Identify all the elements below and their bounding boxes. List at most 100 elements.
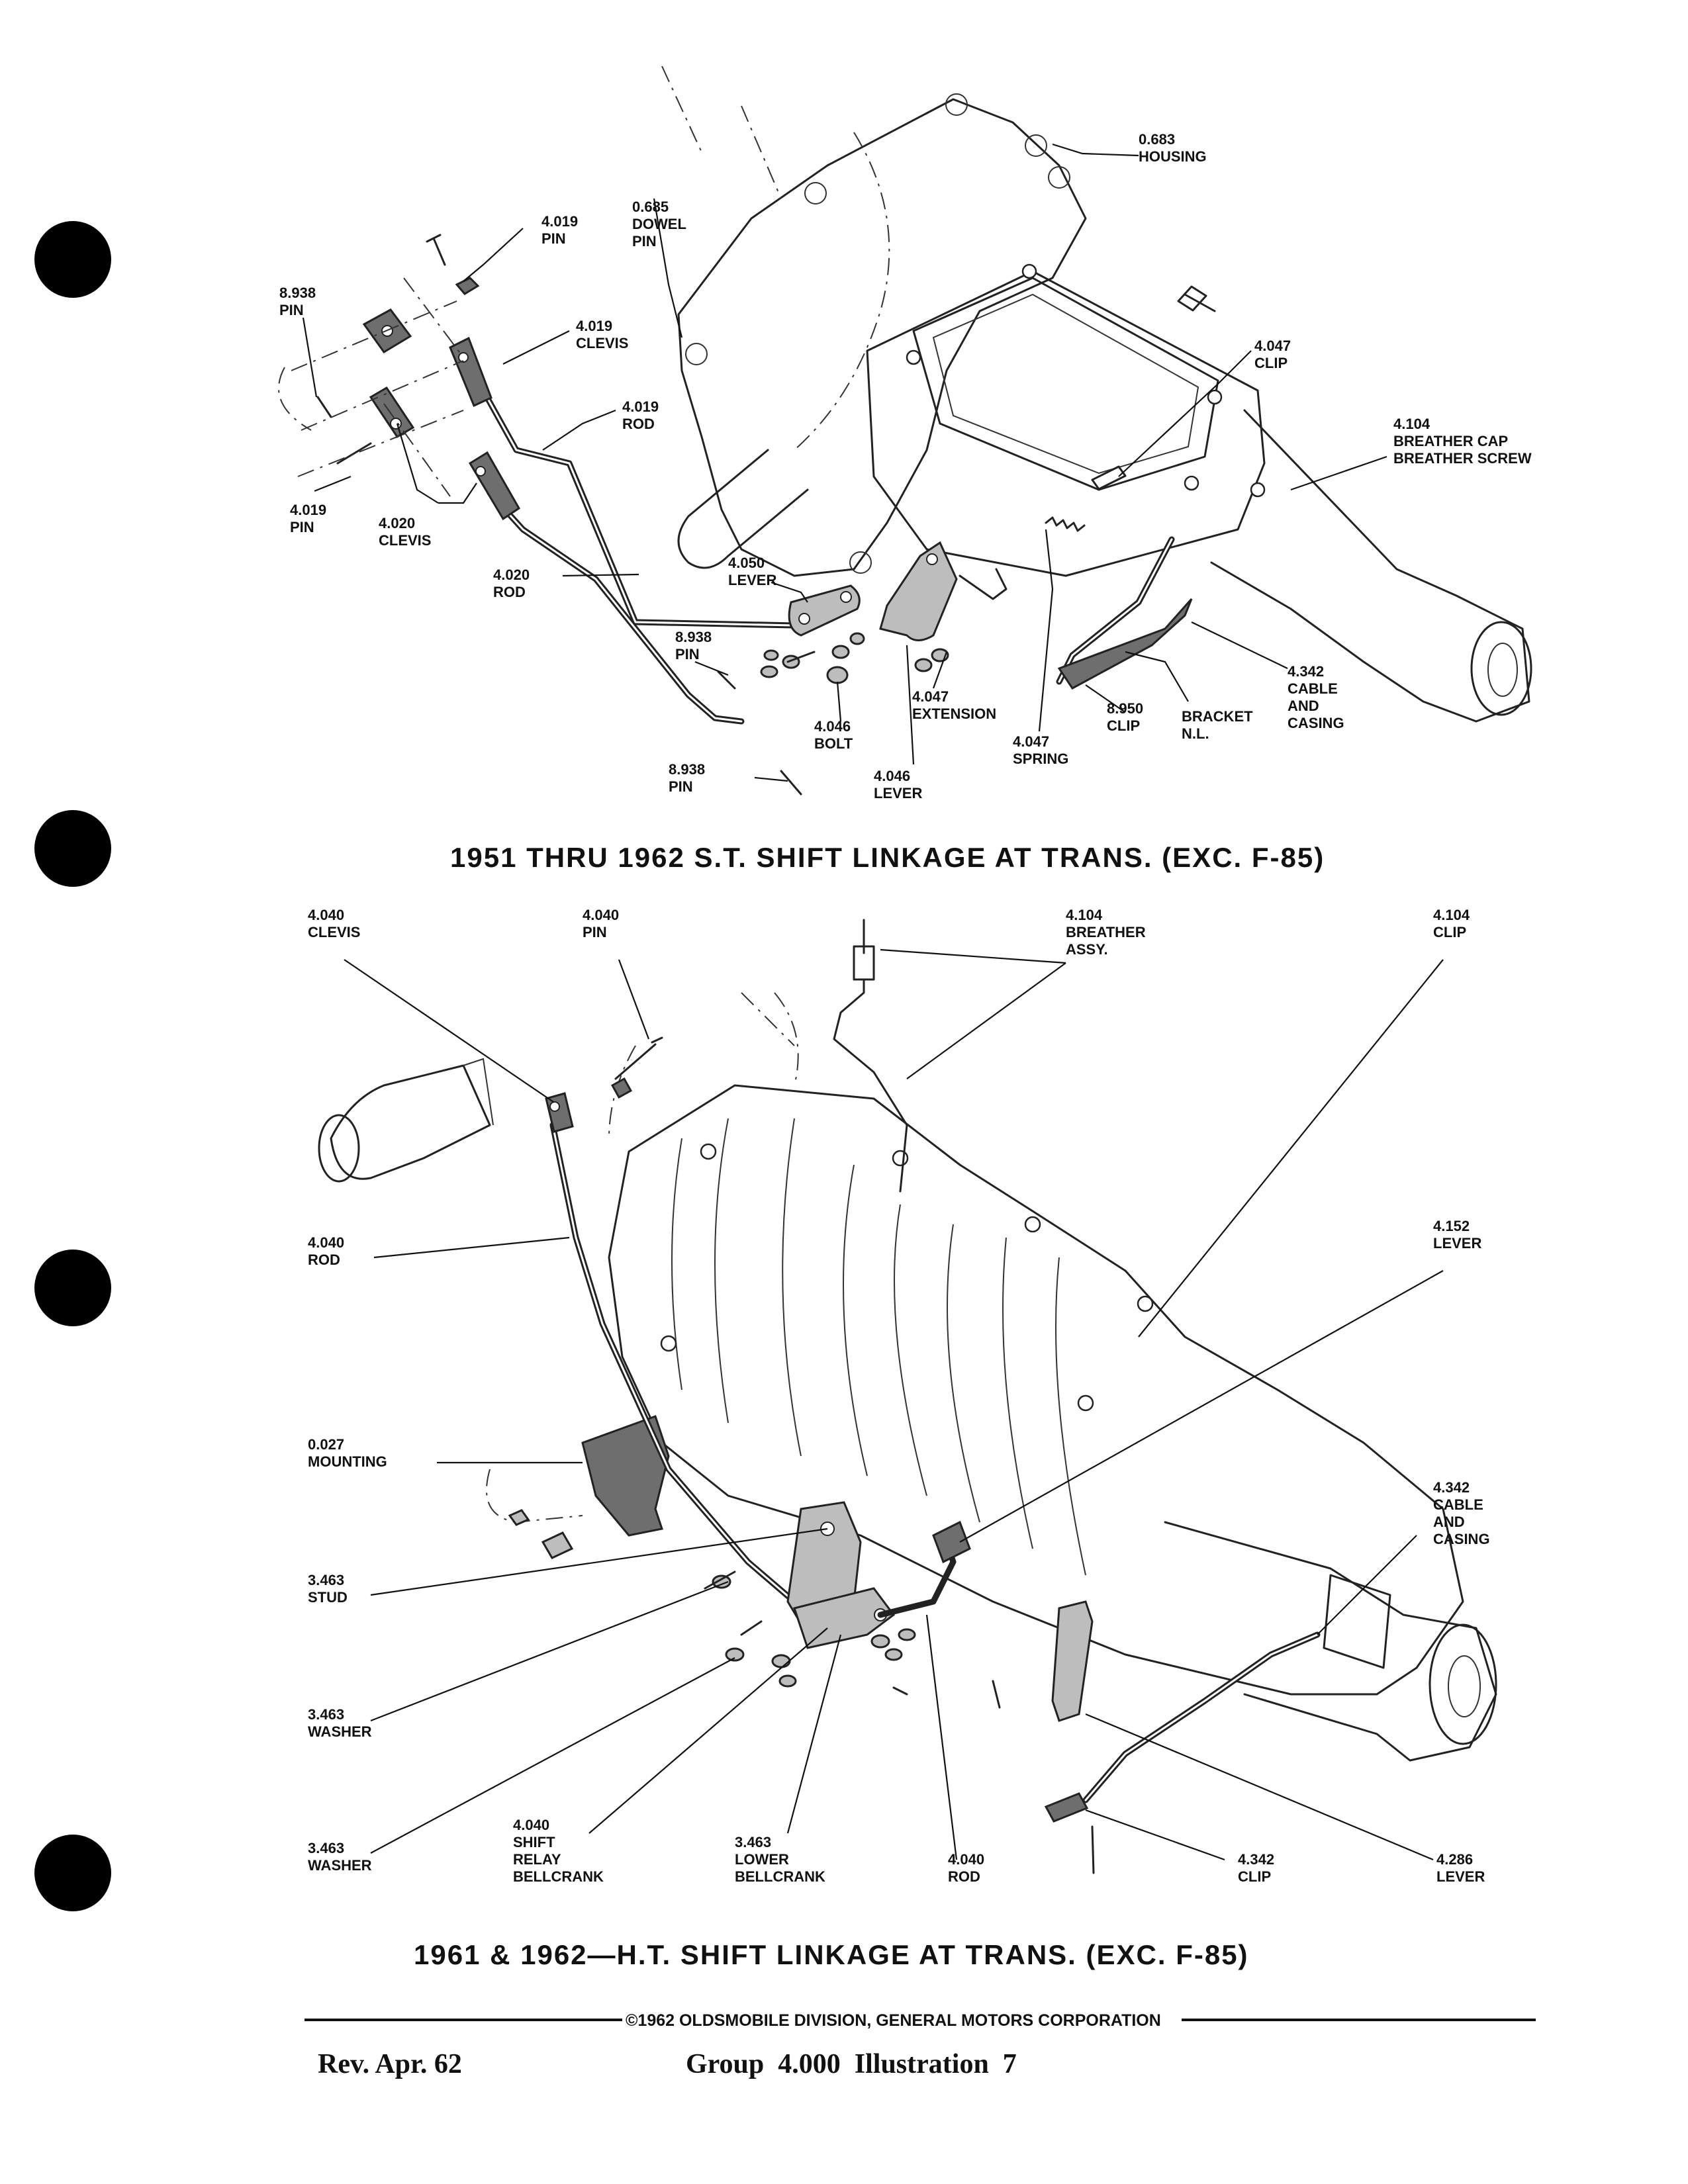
- binder-hole: [34, 1835, 111, 1911]
- binder-hole: [34, 1250, 111, 1326]
- bracket-nl-part: [1057, 598, 1193, 690]
- rod-4040-shape-hl: [551, 1124, 796, 1603]
- rod-4020-shape: [487, 490, 745, 725]
- mounting-part: [581, 1415, 670, 1537]
- bottom-extension-housing: [1164, 1521, 1497, 1762]
- clip-4342-part: [1044, 1792, 1089, 1823]
- pin-4019-part-b: [455, 277, 480, 295]
- pin-4040-part: [614, 1036, 663, 1080]
- bell-housing: [677, 98, 1087, 577]
- lever-4286-part: [1051, 1600, 1094, 1722]
- air-duct-mouth: [318, 1114, 360, 1183]
- speedometer-housing: [1323, 1574, 1391, 1669]
- rod-4020-shape-hl: [489, 492, 743, 723]
- pin-8938-part-a: [316, 396, 332, 418]
- air-duct-flange: [463, 1058, 494, 1126]
- floor-outline: [608, 992, 799, 1139]
- bottom-output-yoke-bore: [1448, 1655, 1481, 1717]
- group-illustration: Group 4.000 Illustration 7: [686, 2049, 1017, 2079]
- bottom-diagram-title: 1961 & 1962—H.T. SHIFT LINKAGE AT TRANS.…: [414, 1939, 1249, 1970]
- mounting-bolts: [508, 1509, 574, 1559]
- spring-4047-part: [1045, 516, 1086, 532]
- cover-bolts: [906, 263, 1266, 498]
- planetary-case: [894, 1204, 1086, 1576]
- rod-4040-shape: [549, 1122, 798, 1605]
- breather-assy-part: [853, 919, 875, 981]
- mounting-outline: [486, 1469, 583, 1524]
- extension-4047-part: [959, 568, 1008, 600]
- clevis-4019-part: [449, 336, 492, 408]
- pin-8938-part-b: [717, 670, 736, 690]
- revision-date: Rev. Apr. 62: [318, 2049, 462, 2079]
- clevis-4020-part: [468, 451, 520, 521]
- gear-case: [866, 270, 1266, 577]
- binder-holes: [34, 221, 111, 1911]
- clevis-pin-part: [610, 1077, 633, 1099]
- top-leader-lines: [302, 143, 1387, 782]
- case-bolts: [660, 1143, 1154, 1412]
- side-cover-inner: [932, 293, 1199, 475]
- side-cover: [912, 277, 1219, 491]
- swivel-block: [369, 386, 415, 439]
- clevis-4040-part: [545, 1092, 574, 1133]
- pin-4019-part-a: [426, 234, 446, 266]
- breather-tube: [833, 978, 908, 1193]
- output-yoke: [1470, 621, 1532, 716]
- cable-casing-b: [1082, 1631, 1321, 1803]
- output-yoke-bore: [1487, 643, 1518, 697]
- binder-hole: [34, 810, 111, 887]
- alignment-lines: [278, 277, 464, 497]
- bottom-output-yoke: [1429, 1623, 1497, 1745]
- cable-casing-b-hl: [1084, 1633, 1319, 1801]
- bolt-4046-part: [786, 651, 816, 663]
- converter-housing: [671, 1118, 868, 1477]
- stud-part: [704, 1570, 736, 1590]
- lever-4050-part: [788, 584, 861, 637]
- page-footer: ©1962 OLDSMOBILE DIVISION, GENERAL MOTOR…: [305, 2011, 1536, 2079]
- lever-4152-part: [932, 1520, 971, 1564]
- extension-housing: [1210, 409, 1530, 723]
- bottom-leader-lines: [344, 948, 1444, 1861]
- clip-4047-part: [1091, 465, 1127, 490]
- air-duct: [330, 1064, 491, 1180]
- binder-hole: [34, 221, 111, 298]
- housing-bolt: [1177, 285, 1216, 312]
- copyright-notice: ©1962 OLDSMOBILE DIVISION, GENERAL MOTOR…: [626, 2011, 1161, 2030]
